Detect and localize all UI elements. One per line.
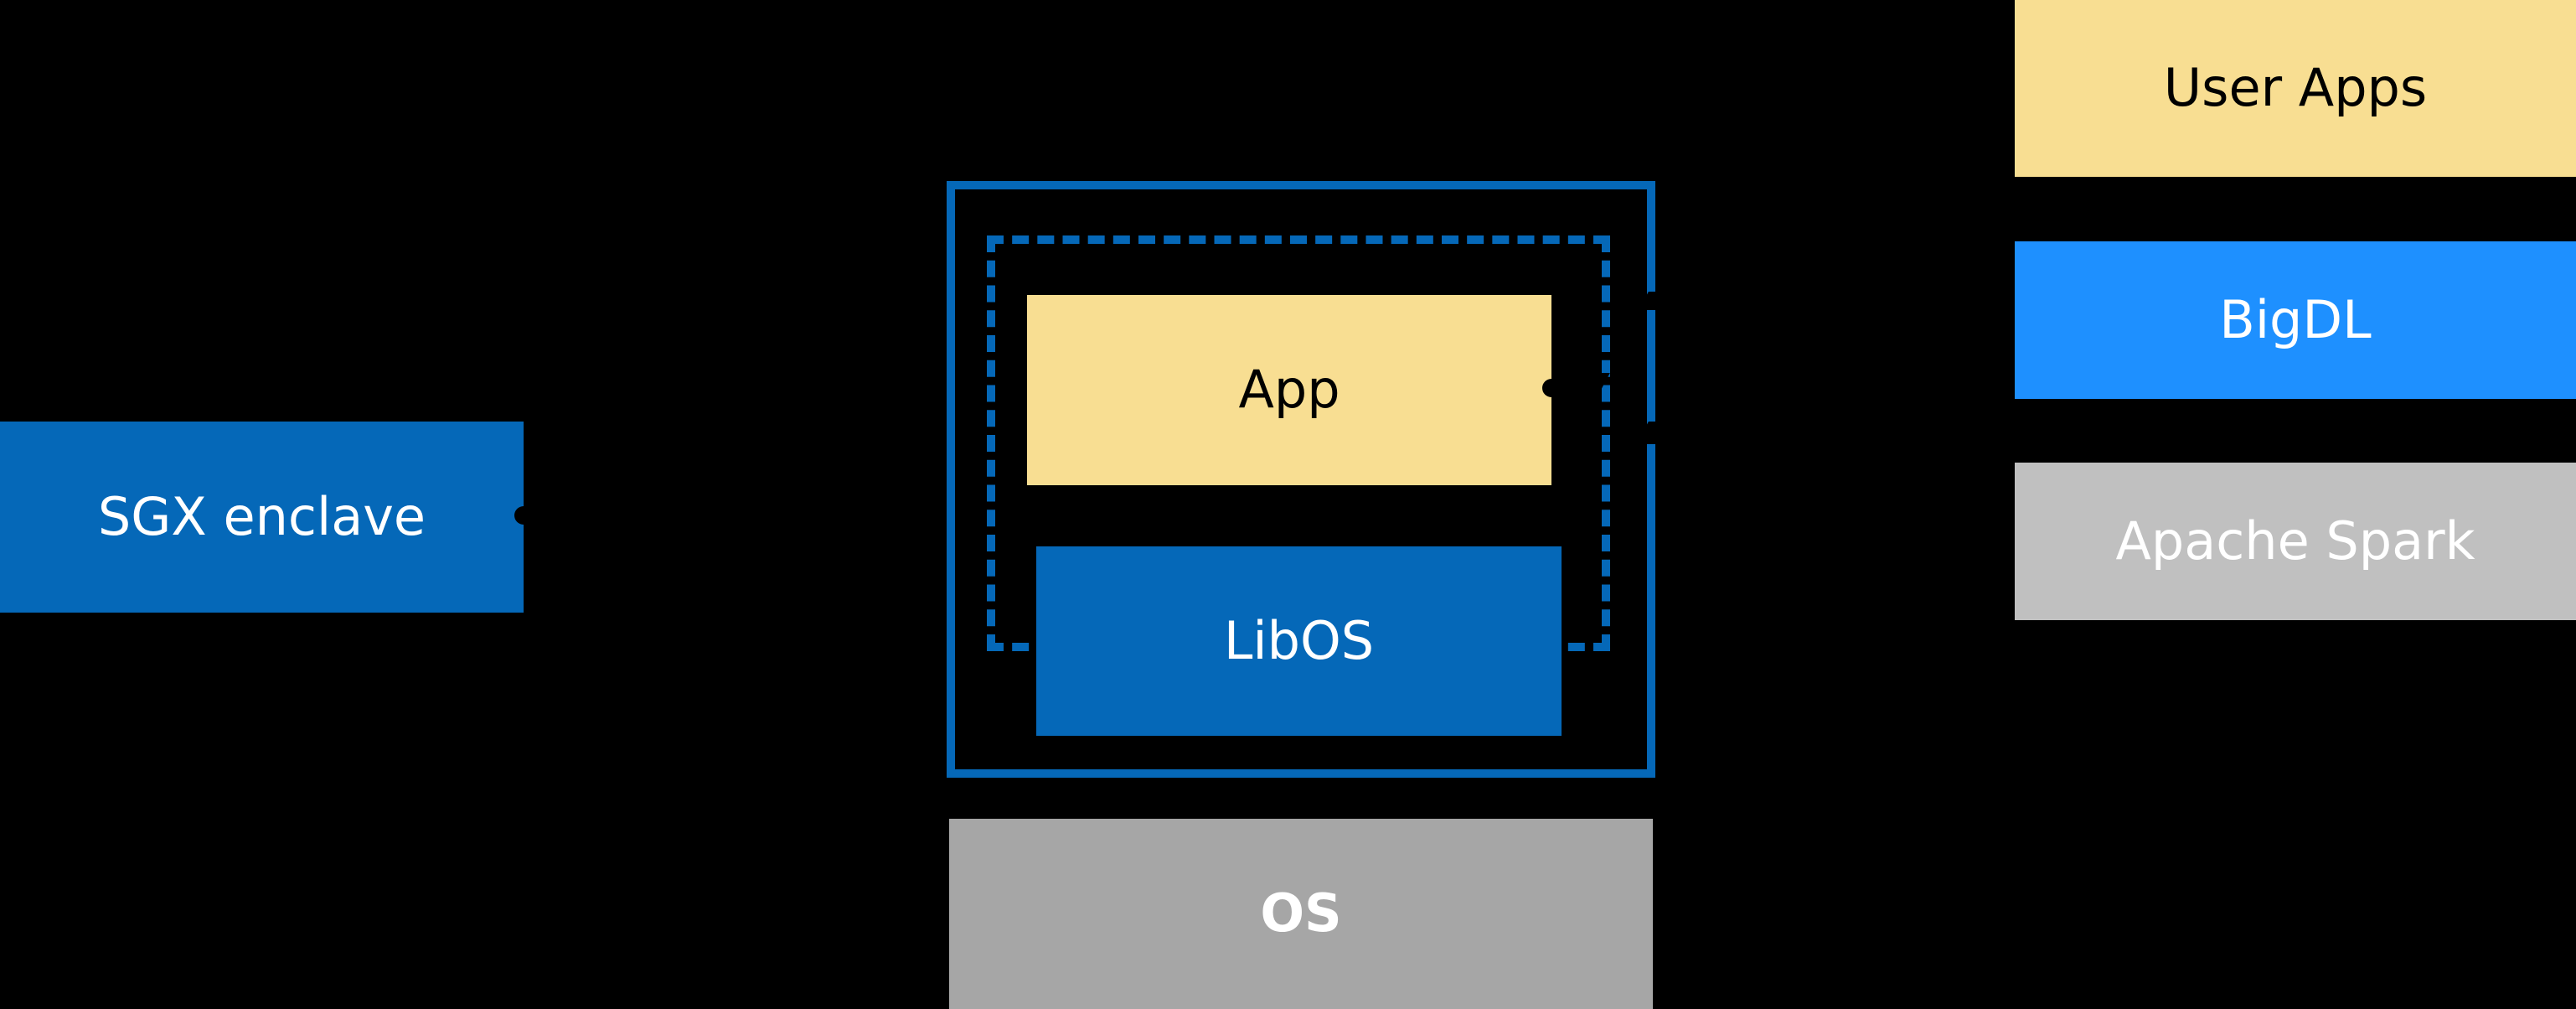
- libos-label: LibOS: [1223, 609, 1375, 671]
- sgx-enclave-label: SGX enclave: [97, 485, 426, 547]
- user-apps-box[interactable]: User Apps: [2015, 0, 2576, 177]
- enclave-container-outline: [947, 181, 1655, 778]
- app-connector-arrowhead-icon: [1542, 379, 1561, 397]
- bigdl-label: BigDL: [2219, 288, 2372, 350]
- os-label: OS: [1260, 882, 1342, 944]
- user-apps-label: User Apps: [2163, 57, 2428, 119]
- apache-spark-label: Apache Spark: [2115, 510, 2475, 572]
- os-box[interactable]: OS: [949, 819, 1653, 1009]
- bigdl-box[interactable]: BigDL: [2015, 241, 2576, 399]
- libos-box[interactable]: LibOS: [1036, 546, 1562, 736]
- sgx-connector-arrowhead-icon: [514, 506, 533, 525]
- app-box[interactable]: App: [1027, 295, 1551, 485]
- app-label: App: [1238, 359, 1340, 421]
- apache-spark-box[interactable]: Apache Spark: [2015, 463, 2576, 620]
- sgx-enclave-box[interactable]: SGX enclave: [0, 422, 524, 613]
